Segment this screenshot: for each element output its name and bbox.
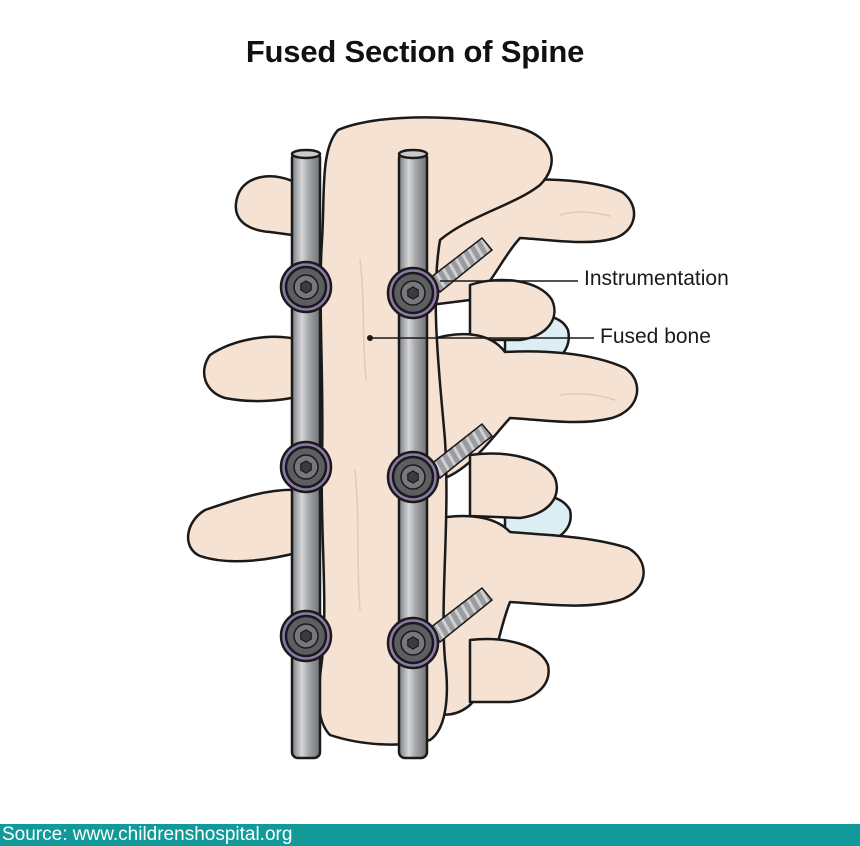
fused-bone-label: Fused bone [600,325,711,348]
right-body-lower [468,637,550,704]
screw-head-left-2 [279,440,333,494]
right-body-top [468,278,556,342]
screw-head-left-3 [279,609,333,663]
fused-bone-mass [317,116,553,746]
source-text: Source: www.childrenshospital.org [2,824,293,845]
screw-head-right-3 [386,616,440,670]
diagram-title: Fused Section of Spine [245,34,585,69]
right-body-middle [468,452,558,520]
left-process-lower [186,488,302,563]
instrumentation-label: Instrumentation [584,267,729,290]
screw-head-left-1 [279,260,333,314]
left-process-top [234,175,302,238]
screw-head-right-2 [386,450,440,504]
source-bar: Source: www.childrenshospital.org [0,824,860,846]
fused-bone-leader-dot [367,335,373,341]
screw-head-right-1 [386,266,440,320]
left-process-middle [202,335,302,403]
